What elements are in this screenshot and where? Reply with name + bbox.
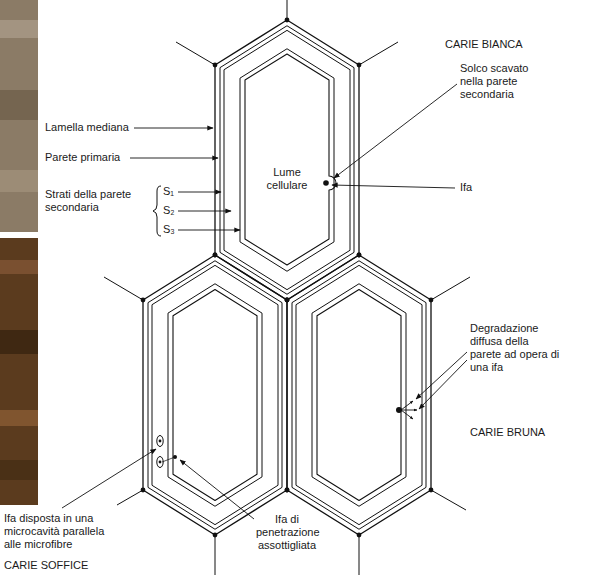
leader-line [332, 185, 455, 188]
cell-corner [285, 298, 290, 303]
penetration-hypha [162, 457, 175, 462]
cell-wall-layer [296, 265, 422, 524]
brace [153, 186, 161, 236]
leader-line [130, 158, 218, 159]
part-label-box: Strati della parete secondaria [45, 188, 145, 214]
lumen-label: Lume cellulare [257, 166, 317, 192]
hypha-dot [323, 180, 329, 186]
photo-strip [0, 0, 150, 580]
rot-type-title: CARIE SOFFICE [4, 559, 88, 572]
callout-label-box: Solco scavato nella parete secondaria [460, 62, 548, 101]
rot-type-title-box: CARIE BRUNA [470, 426, 545, 439]
adjacent-cell-wall [287, 0, 288, 20]
photo-texture [0, 90, 38, 120]
adjacent-cell-wall [431, 490, 466, 510]
middle-lamella-line [215, 20, 359, 300]
layer-label: S₂ [163, 204, 175, 217]
callout-label: Degradazione diffusa della parete ad ope… [470, 322, 560, 374]
leader-line [178, 230, 240, 231]
callout-label-box: Ifa di penetrazione assottigliata [256, 513, 318, 552]
hypha-dot [159, 440, 162, 443]
cell-wall-layer [224, 30, 350, 289]
lumen-outline [317, 290, 401, 501]
layer-label: S₁ [163, 185, 174, 198]
leader-line [416, 352, 467, 399]
cell-corner [285, 488, 290, 493]
cell-wall-layer [168, 284, 262, 507]
adjacent-cell-wall [104, 277, 143, 300]
layer-label: S₃ [163, 223, 175, 236]
rot-type-title: CARIE BRUNA [470, 426, 545, 439]
cell-wall-layer [220, 26, 354, 295]
callout-label: Ifa disposta in una microcavità parallel… [4, 512, 116, 551]
rot-type-title: CARIE BIANCA [445, 38, 523, 51]
photo-texture [0, 260, 38, 274]
rot-type-title-box: CARIE BIANCA [445, 38, 523, 51]
photo-texture [0, 330, 38, 354]
cell-corner [285, 488, 290, 493]
part-label-box: Lamella mediana [45, 121, 129, 134]
callout-label-box: Ifa disposta in una microcavità parallel… [4, 512, 116, 551]
cell-wall-layer [240, 49, 334, 272]
callout-label: Ifa di penetrazione assottigliata [256, 513, 318, 552]
part-label: Parete primaria [45, 151, 120, 164]
photo-brown-rot [0, 238, 38, 505]
adjacent-cell-wall [431, 277, 470, 300]
degradation-arrow [401, 410, 417, 411]
leader-line [180, 460, 254, 519]
lumen-outline [173, 290, 257, 501]
photo-white-rot [0, 0, 38, 232]
cell-wall-layer [148, 261, 282, 530]
cell-wall-layer [312, 284, 406, 507]
photo-texture [0, 20, 38, 38]
leader-line [334, 84, 457, 178]
cell-lumen: Lume cellulare [245, 54, 329, 265]
photo-texture [0, 460, 38, 480]
degradation-arrow [401, 401, 413, 410]
cell-corner [285, 298, 290, 303]
cell-corner [357, 253, 362, 258]
rot-type-title-box: CARIE SOFFICE [4, 559, 88, 572]
adjacent-cell-wall [359, 535, 360, 575]
layer-label-box: S₁ [163, 185, 174, 198]
lumen-outline [245, 54, 336, 265]
middle-lamella-line [287, 255, 431, 535]
cell-corner [213, 253, 218, 258]
adjacent-cell-wall [176, 42, 215, 65]
leader-line [419, 360, 467, 409]
leader-line [134, 128, 213, 129]
lumen-outline-shape [245, 54, 329, 265]
cell-corner [213, 253, 218, 258]
part-label: Strati della parete secondaria [45, 188, 145, 214]
label-ground [0, 505, 150, 580]
cell-corner [357, 253, 362, 258]
adjacent-cell-wall [215, 535, 216, 575]
part-label: Lamella mediana [45, 121, 129, 134]
layer-label-box: S₃ [163, 223, 175, 236]
middle-lamella-line [143, 255, 287, 535]
part-label-box: Parete primaria [45, 151, 120, 164]
cell-wall-layer [292, 261, 426, 530]
leader-line [62, 449, 156, 508]
hypha-dot [159, 461, 162, 464]
degradation-arrow [401, 410, 413, 419]
adjacent-cell-wall [359, 42, 398, 65]
layer-label-box: S₂ [163, 204, 175, 217]
photo-texture [0, 170, 38, 192]
photo-texture [0, 410, 38, 426]
leader-line [178, 192, 221, 193]
cell-corner [285, 298, 290, 303]
microcavity [157, 436, 163, 447]
callout-label: Ifa [460, 181, 472, 194]
leader-line [178, 211, 231, 212]
adjacent-cell-wall [117, 490, 143, 505]
callout-label-box: Degradazione diffusa della parete ad ope… [470, 322, 560, 374]
hypha-dot [173, 455, 177, 459]
callout-label: Solco scavato nella parete secondaria [460, 62, 548, 101]
cell-wall-layer [152, 265, 278, 524]
callout-label-box: Ifa [460, 181, 472, 194]
